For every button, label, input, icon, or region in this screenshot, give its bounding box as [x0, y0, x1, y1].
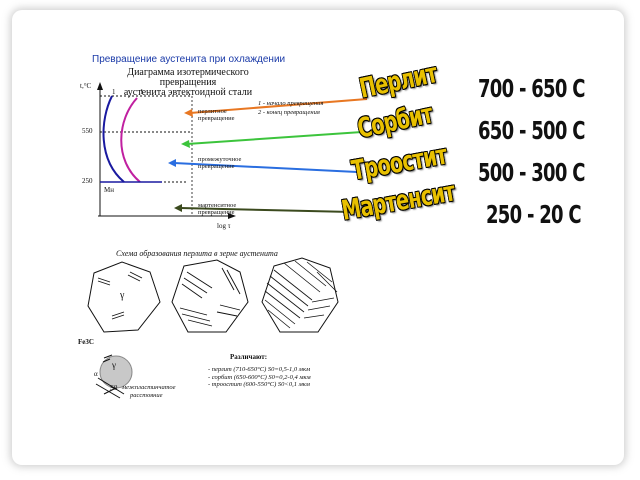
curve-end: [120, 97, 141, 183]
curve-start: [102, 95, 125, 183]
legend-2: 2 - конец превращения: [258, 109, 320, 116]
distinguish-troostite: - троостит (600-550°С) S0<0,1 мкм: [208, 381, 310, 388]
zone-martensite-line-1: мартенситное: [198, 202, 237, 209]
zone-intermediate-line-1: промежуточное: [198, 156, 242, 163]
gamma-label: γ: [120, 290, 125, 301]
arrow-martensite: [179, 207, 353, 213]
subtitle-line-1: Диаграмма изотермического превращения: [127, 67, 249, 88]
grain-2: [171, 259, 249, 333]
distinguish-pearlite: - перлит (710-650°С) S0=0,5-1,0 мкм: [208, 366, 311, 373]
zone-pearlite-line-1: перлитное: [198, 108, 227, 115]
scheme-title: Схема образования перлита в зерне аустен…: [116, 249, 278, 258]
diagram-graphics: [87, 82, 368, 399]
curve-label-1b: 1: [140, 88, 144, 96]
zone-pearlite-line-2: превращение: [198, 115, 235, 122]
lamella-schematic: [95, 354, 133, 399]
tick-250: 250: [82, 177, 93, 185]
zone-martensite: мартенситное превращение: [198, 202, 236, 216]
mn-label: Mн: [104, 186, 114, 194]
phase-martensite-temp: 250 - 20 С: [486, 200, 582, 229]
phase-pearlite-temp: 700 - 650 С: [478, 74, 585, 103]
interlamellar-line-1: межпластинчатое: [122, 384, 176, 391]
distinguish-list: - перлит (710-650°С) S0=0,5-1,0 мкм - со…: [208, 366, 311, 389]
arrow-sorbite: [186, 131, 363, 145]
s0-label: S0: [110, 384, 118, 392]
subtitle-line-2: аустенита эвтектоидной стали: [123, 87, 253, 98]
distinguish-title: Различают:: [230, 353, 268, 361]
x-axis-arrow: [228, 213, 236, 219]
arrow-troostite: [173, 162, 358, 173]
main-title: Превращение аустенита при охлаждении: [92, 54, 286, 65]
zone-martensite-line-2: превращение: [198, 209, 235, 216]
legend-1: 1 - начало превращения: [258, 100, 324, 107]
arrow-troostite-head: [168, 159, 176, 167]
interlamellar-line-2: расстояние: [130, 391, 163, 399]
grain-3: [261, 257, 339, 333]
phase-sorbite-temp: 650 - 500 С: [478, 116, 585, 145]
zone-pearlite: перлитное превращение: [198, 108, 235, 122]
grain-1: [87, 261, 161, 333]
distinguish-sorbite: - сорбит (650-600°С) S0=0,2-0,4 мкм: [208, 373, 311, 381]
curve-label-1a: 1: [112, 88, 116, 96]
y-axis-label: t,°C: [80, 82, 92, 90]
alpha-label: α: [94, 370, 98, 378]
tick-550: 550: [82, 127, 93, 135]
arrow-sorbite-head: [181, 140, 190, 148]
zone-intermediate: промежуточное превращение: [198, 156, 241, 170]
gamma-small-label: γ: [112, 360, 116, 370]
interlamellar-label: межпластинчатое расстояние: [122, 384, 176, 399]
subtitle: Диаграмма изотермического превращения ау…: [108, 68, 268, 98]
fe3c-label: Fe3C: [78, 338, 94, 346]
arrow-martensite-head: [174, 204, 182, 212]
x-axis-label: log τ: [217, 222, 231, 230]
arrow-pearlite-head: [184, 109, 193, 117]
slide: Превращение аустенита при охлаждении Диа…: [12, 10, 624, 465]
phase-troostite-temp: 500 - 300 С: [478, 158, 585, 187]
y-axis-arrow: [97, 82, 103, 90]
zone-intermediate-line-2: превращение: [198, 163, 235, 170]
arrow-pearlite: [189, 98, 368, 114]
